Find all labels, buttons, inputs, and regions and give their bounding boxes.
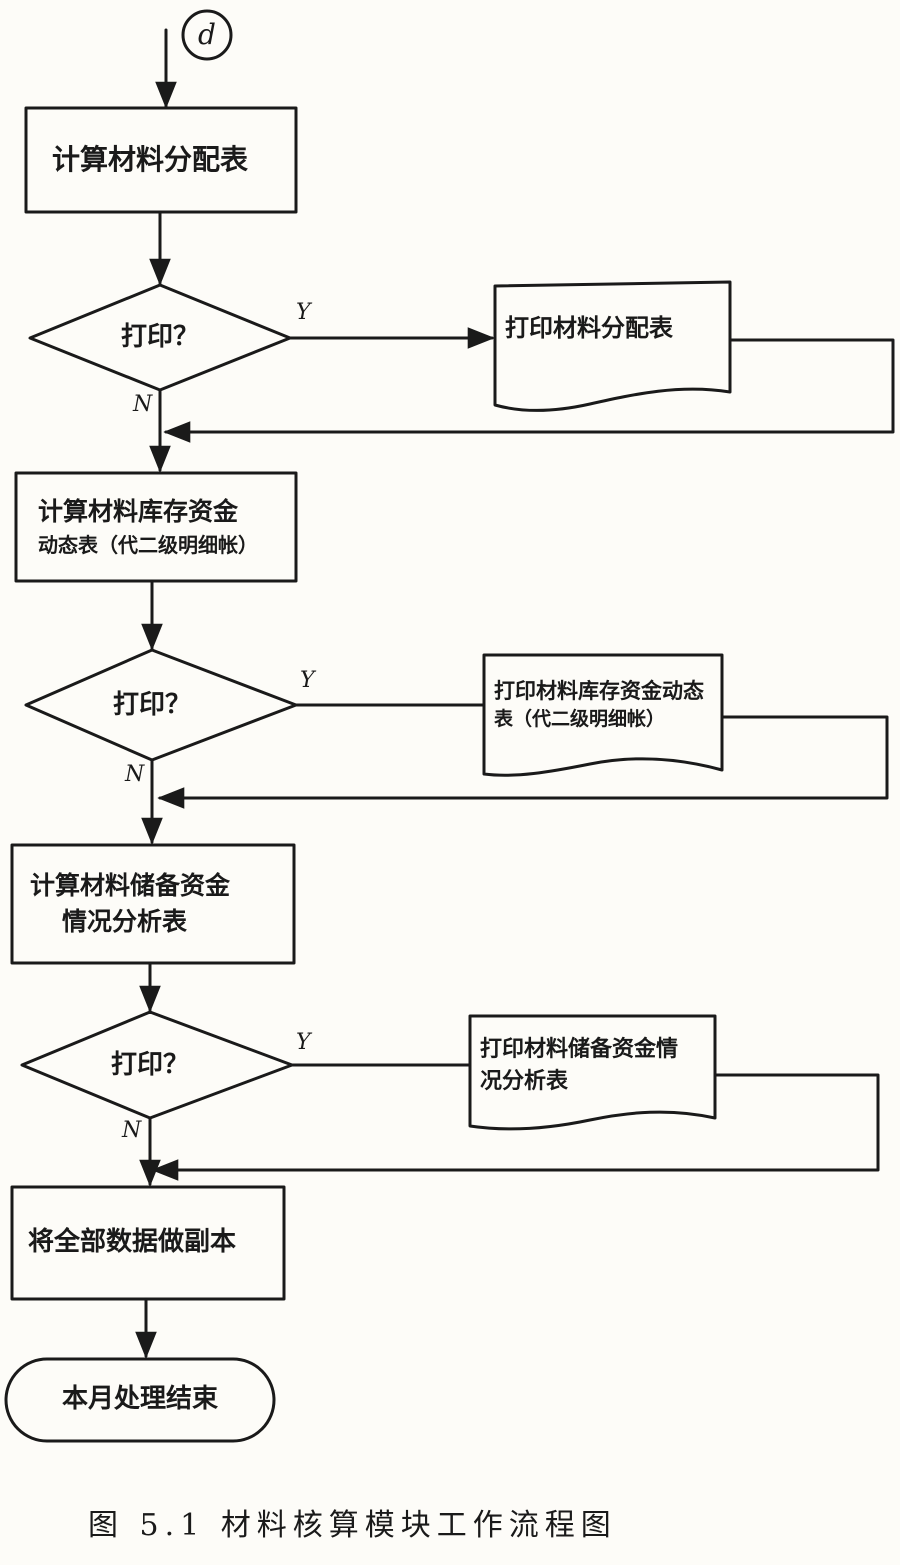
process-text-inventory-line2: 动态表（代二级明细帐） [38, 532, 258, 557]
no-label-1: N [133, 392, 153, 417]
process-box-reserve [10, 843, 296, 965]
document-text-allocation: 打印材料分配表 [505, 313, 673, 342]
decision-text-3: 打印？ [110, 1050, 189, 1081]
document-text-reserve-line2: 况分析表 [480, 1069, 569, 1094]
decision-label-2: 打印？ [76, 680, 228, 732]
process-text-allocation: 计算材料分配表 [52, 142, 249, 176]
return-line-1 [163, 338, 895, 443]
no-label-3: N [122, 1118, 142, 1143]
process-text-backup: 将全部数据做副本 [28, 1227, 237, 1258]
decision-text-1: 打印？ [120, 322, 199, 353]
connector-label: d [198, 17, 216, 51]
terminal-end [4, 1357, 276, 1443]
document-shape-allocation [493, 280, 732, 412]
return-line-2 [157, 715, 889, 809]
process-label-inventory: 计算材料库存资金 动态表（代二级明细帐） [38, 473, 296, 581]
process-text-reserve-line2: 情况分析表 [62, 907, 188, 936]
connector-circle [181, 9, 233, 61]
terminal-label-end: 本月处理结束 [6, 1359, 274, 1441]
process-text-inventory-line1: 计算材料库存资金 [38, 497, 239, 527]
process-box-backup [10, 1185, 286, 1301]
process-label-reserve: 计算材料储备资金 情况分析表 [30, 845, 294, 963]
document-text-inventory-line2: 表（代二级明细帐） [494, 708, 666, 731]
document-label-allocation: 打印材料分配表 [505, 292, 727, 364]
decision-label-1: 打印？ [80, 312, 240, 364]
figure-caption: 图 5.1 材料核算模块工作流程图 [88, 1508, 617, 1543]
document-label-inventory: 打印材料库存资金动态 表（代二级明细帐） [494, 660, 720, 750]
document-label-reserve: 打印材料储备资金情 况分析表 [480, 1020, 715, 1112]
document-shape-inventory [482, 653, 724, 777]
process-label-allocation: 计算材料分配表 [52, 108, 296, 212]
yes-label-3: Y [296, 1030, 311, 1055]
process-label-backup: 将全部数据做副本 [28, 1187, 284, 1299]
document-text-inventory-line1: 打印材料库存资金动态 [494, 679, 704, 703]
process-text-reserve-line1: 计算材料储备资金 [30, 870, 231, 900]
decision-text-2: 打印？ [112, 690, 191, 721]
yes-label-1: Y [296, 300, 311, 325]
document-text-reserve-line1: 打印材料储备资金情 [480, 1037, 679, 1063]
terminal-text-end: 本月处理结束 [61, 1384, 218, 1415]
no-label-2: N [125, 762, 145, 787]
decision-label-3: 打印？ [74, 1040, 226, 1092]
document-shape-reserve [468, 1014, 717, 1131]
yes-label-2: Y [300, 668, 315, 693]
return-line-3 [151, 1073, 880, 1181]
process-box-inventory [14, 471, 298, 583]
